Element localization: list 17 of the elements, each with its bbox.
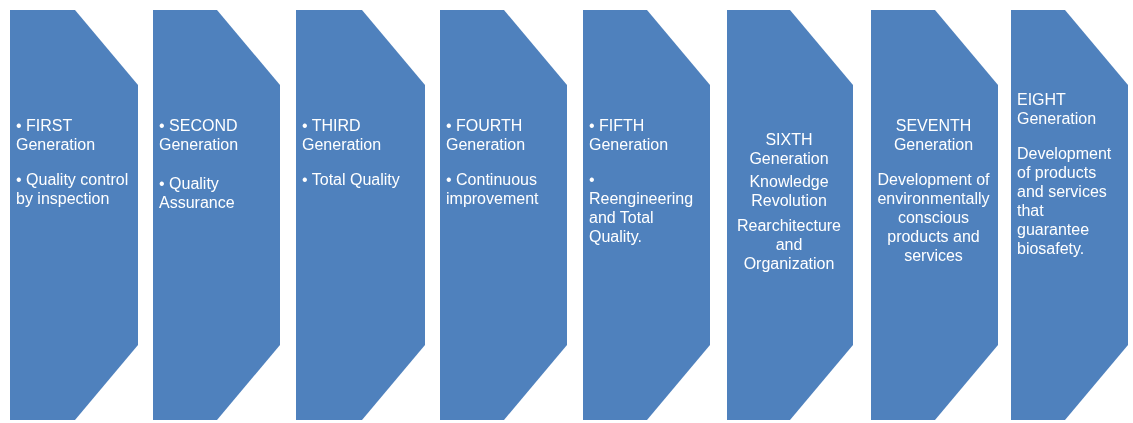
generation-heading: • FIFTH Generation: [589, 116, 670, 154]
generation-heading: SIXTH Generation: [748, 130, 830, 168]
generation-heading: • FIRST Generation: [16, 116, 97, 154]
generation-description: Development of environmentally conscious products and services: [877, 170, 990, 265]
generation-description: Knowledge Revolution: [748, 172, 830, 210]
generation-description: • Total Quality: [302, 170, 401, 189]
generation-heading: • THIRD Generation: [302, 116, 383, 154]
generation-heading: EIGHT Generation: [1017, 90, 1098, 128]
generation-description: • Quality control by inspection: [16, 170, 130, 208]
generation-description: Rearchitecture and Organization: [735, 216, 842, 273]
generation-description: • Continuous improvement: [446, 170, 540, 208]
generation-description: • Quality Assurance: [159, 174, 236, 212]
generation-heading: • SECOND Generation: [159, 116, 240, 154]
generation-description: Development of products and services that guarantee biosafety.: [1017, 144, 1113, 258]
generation-heading: • FOURTH Generation: [446, 116, 527, 154]
generation-heading: SEVENTH Generation: [892, 116, 975, 154]
generation-description: • Reengineering and Total Quality.: [589, 170, 695, 246]
